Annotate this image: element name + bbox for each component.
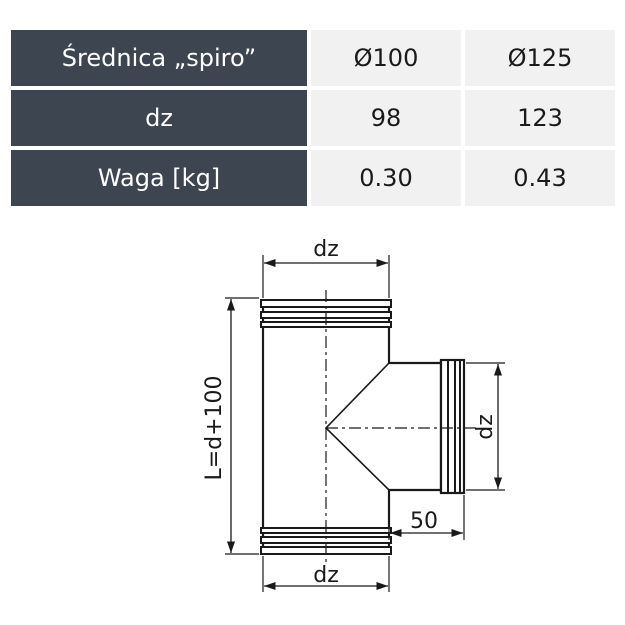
table-cell: Ø100: [311, 30, 465, 90]
table-cell: 0.30: [311, 150, 465, 206]
branch-collar-icon: [447, 360, 461, 493]
dim-label-length: L=d+100: [202, 375, 227, 480]
table-cell: Ø125: [465, 30, 615, 90]
extension-lines: [225, 255, 505, 592]
spec-table: Średnica „spiro” Ø100 Ø125 dz 98 123 Wag…: [11, 30, 615, 206]
row-label: Waga [kg]: [11, 150, 311, 206]
table-cell: 123: [465, 90, 615, 150]
table-row: dz 98 123: [11, 90, 615, 150]
center-lines: [325, 290, 480, 565]
dim-label-side: dz: [473, 414, 498, 440]
dim-label-branch: 50: [410, 509, 438, 534]
row-label: Średnica „spiro”: [11, 30, 311, 90]
dim-label-top: dz: [313, 237, 339, 262]
dim-label-bottom: dz: [313, 563, 339, 588]
table-row: Średnica „spiro” Ø100 Ø125: [11, 30, 615, 90]
row-label: dz: [11, 90, 311, 150]
table-row: Waga [kg] 0.30 0.43: [11, 150, 615, 206]
table-cell: 98: [311, 90, 465, 150]
tee-body-outline: [261, 300, 466, 553]
table-cell: 0.43: [465, 150, 615, 206]
dimension-lines: [226, 258, 503, 591]
